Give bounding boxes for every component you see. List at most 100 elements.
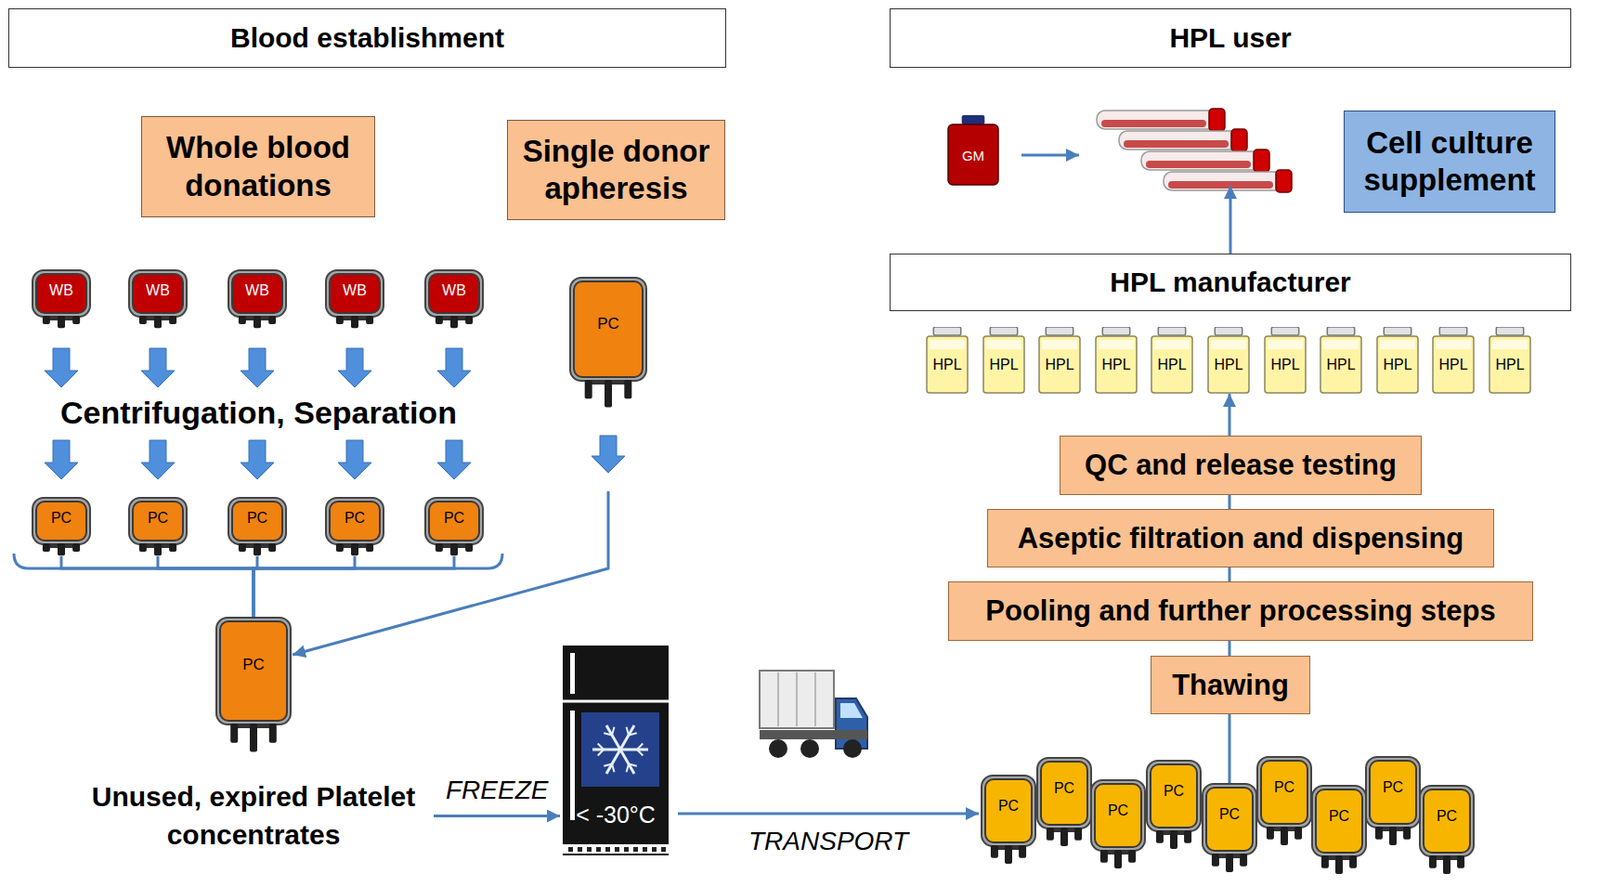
connector-line (1228, 714, 1232, 784)
bag-label: PC (597, 315, 620, 332)
snowflake-branch (626, 764, 629, 773)
freezer-base (562, 844, 669, 854)
bag-icon (325, 497, 384, 556)
hpl-bottle: HPL (1263, 326, 1307, 394)
bottle-cap (1045, 326, 1073, 336)
bag-icon (216, 617, 291, 753)
connector (1229, 640, 1231, 656)
flask-cap (1275, 169, 1292, 193)
connector-line (292, 491, 609, 655)
box-label: HPL manufacturer (1109, 265, 1352, 300)
bag-port (268, 315, 276, 325)
flask-cap (1209, 108, 1225, 131)
supply-arrow (1021, 154, 1080, 157)
bottle-body (1320, 336, 1362, 393)
bag-rim (1365, 756, 1420, 828)
truck-trailer (759, 670, 834, 729)
block-arrow (338, 440, 372, 480)
bag-port (1429, 855, 1437, 869)
flask-body (1096, 110, 1223, 130)
bag-label: HPL (988, 357, 1018, 373)
bag-port (1225, 853, 1234, 872)
bag-port (1060, 827, 1068, 846)
bag-port (351, 543, 359, 556)
bag-port (1156, 830, 1164, 844)
bag-port (1294, 826, 1302, 840)
bag-icon (1202, 783, 1257, 872)
bag-body (429, 273, 480, 313)
bag-port (72, 315, 80, 325)
bottle-highlight (1041, 339, 1078, 350)
truck-wheel (800, 739, 820, 758)
supplement-box: Cell culture supplement (1343, 110, 1556, 213)
block-arrow (141, 348, 175, 388)
bag-port (351, 315, 359, 328)
hpl-bottle: HPL (982, 326, 1026, 394)
bag-rim (129, 497, 187, 545)
bag-body (1423, 789, 1470, 853)
bag-caption: Unused, expired Platelet concentrates (86, 778, 421, 854)
bag-rim (425, 497, 483, 545)
hpl-bottle: HPL (1150, 326, 1194, 394)
process-box: Pooling and further processing steps (948, 581, 1534, 641)
bag-icon (32, 270, 91, 328)
box-label: QC and release testing (1084, 447, 1397, 483)
truck-chassis (759, 729, 868, 740)
box-label: Blood establishment (230, 21, 505, 56)
process-box: QC and release testing (1059, 435, 1422, 495)
bag-icon (425, 497, 483, 556)
header-box: HPL manufacturer (889, 253, 1572, 312)
bottle-highlight (1323, 339, 1359, 350)
block-arrow (141, 440, 175, 480)
bag-port (42, 315, 51, 325)
bag-port (269, 723, 277, 743)
hpl-bottle: HPL (1431, 326, 1475, 394)
box-label: Single donor apheresis (516, 132, 716, 209)
bag-rim (228, 497, 287, 545)
bag-port (365, 315, 374, 325)
bag-port (365, 543, 374, 552)
bottle-cap (1214, 326, 1242, 336)
bag-label: PC (147, 510, 169, 526)
bag-icon (1365, 756, 1420, 846)
connector (292, 435, 625, 655)
snowflake-arm (620, 749, 635, 774)
connector (433, 815, 560, 817)
bag-rim (1146, 760, 1201, 832)
blood-bag: WB (32, 270, 91, 328)
bag-rim (1419, 785, 1474, 857)
bag-port (169, 543, 177, 552)
bag-label: HPL (1044, 357, 1074, 373)
connector-line (1228, 494, 1232, 509)
bottle-cap (989, 326, 1017, 336)
bottle-body (1151, 336, 1193, 393)
bag-port (154, 543, 162, 556)
snowflake-arm (620, 748, 649, 752)
bag-rim (32, 497, 91, 545)
bag-label: PC (344, 510, 365, 526)
bracket-line (61, 556, 254, 617)
platelet-bag: PC (1146, 760, 1201, 849)
bottle-highlight (1379, 339, 1416, 350)
bag-body (132, 273, 183, 313)
bag-label: PC (1328, 808, 1350, 824)
connector-line (1229, 185, 1233, 254)
connector-line (1228, 567, 1232, 582)
bag-body (1094, 783, 1142, 847)
bag-port (336, 543, 344, 552)
snowflake-branch (637, 749, 643, 755)
bag-icon (1257, 756, 1312, 846)
bag-port (1443, 855, 1451, 874)
bag-port (465, 543, 473, 552)
snowflake-arm (592, 748, 621, 752)
bag-body (1261, 760, 1308, 824)
freezer-handle (570, 710, 575, 820)
flask-body (1118, 130, 1245, 150)
bag-rim (425, 270, 483, 317)
bag-icon (228, 270, 287, 328)
bag-port (1114, 849, 1122, 869)
bag-port (1266, 826, 1275, 840)
platelet-bag: PC (129, 497, 187, 556)
bag-label: HPL (1213, 357, 1243, 373)
bottle-cap (1383, 326, 1411, 336)
